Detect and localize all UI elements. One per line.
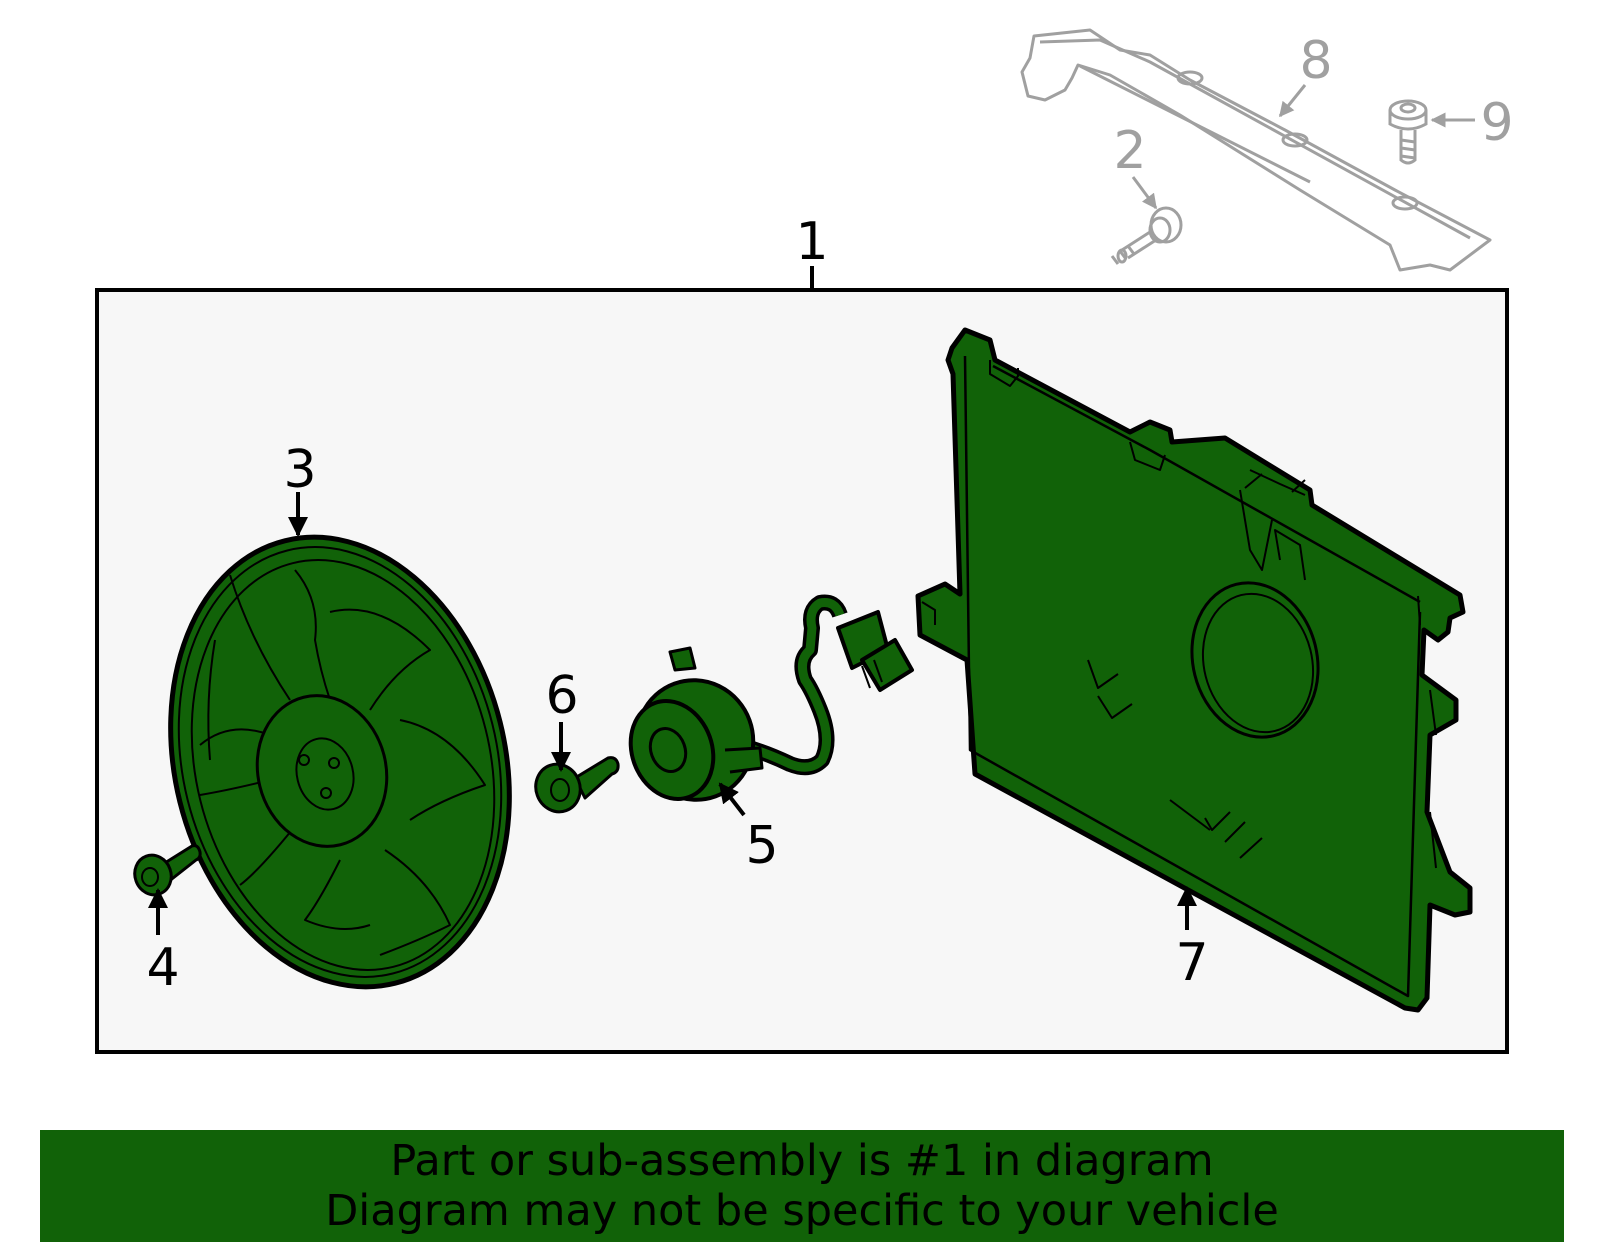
banner-line-2: Diagram may not be specific to your vehi… [325,1186,1279,1236]
bolt-part-2 [1110,206,1183,265]
motor-part-5 [628,594,914,802]
info-banner: Part or sub-assembly is #1 in diagram Di… [40,1130,1564,1242]
leader-8 [1278,84,1307,118]
callout-1: 1 [795,212,828,272]
upper-bracket-part-8 [1020,28,1492,272]
fan-shroud-part-7 [915,327,1473,1013]
bolt-part-4 [133,844,202,897]
leader-2 [1131,176,1158,210]
banner-line-1: Part or sub-assembly is #1 in diagram [390,1136,1214,1186]
bolt-part-9 [1388,99,1428,165]
callout-5: 5 [745,816,778,876]
callout-2: 2 [1113,121,1146,181]
callout-7: 7 [1175,933,1208,993]
callout-9: 9 [1480,93,1513,153]
callout-8: 8 [1299,31,1332,91]
callout-6: 6 [545,666,578,726]
bolt-part-6 [534,756,620,814]
callout-4: 4 [146,938,179,998]
fan-blade-part-3 [168,534,512,990]
info-banner-bg [40,1130,1564,1242]
callout-3: 3 [283,440,316,500]
leader-5 [718,782,746,817]
